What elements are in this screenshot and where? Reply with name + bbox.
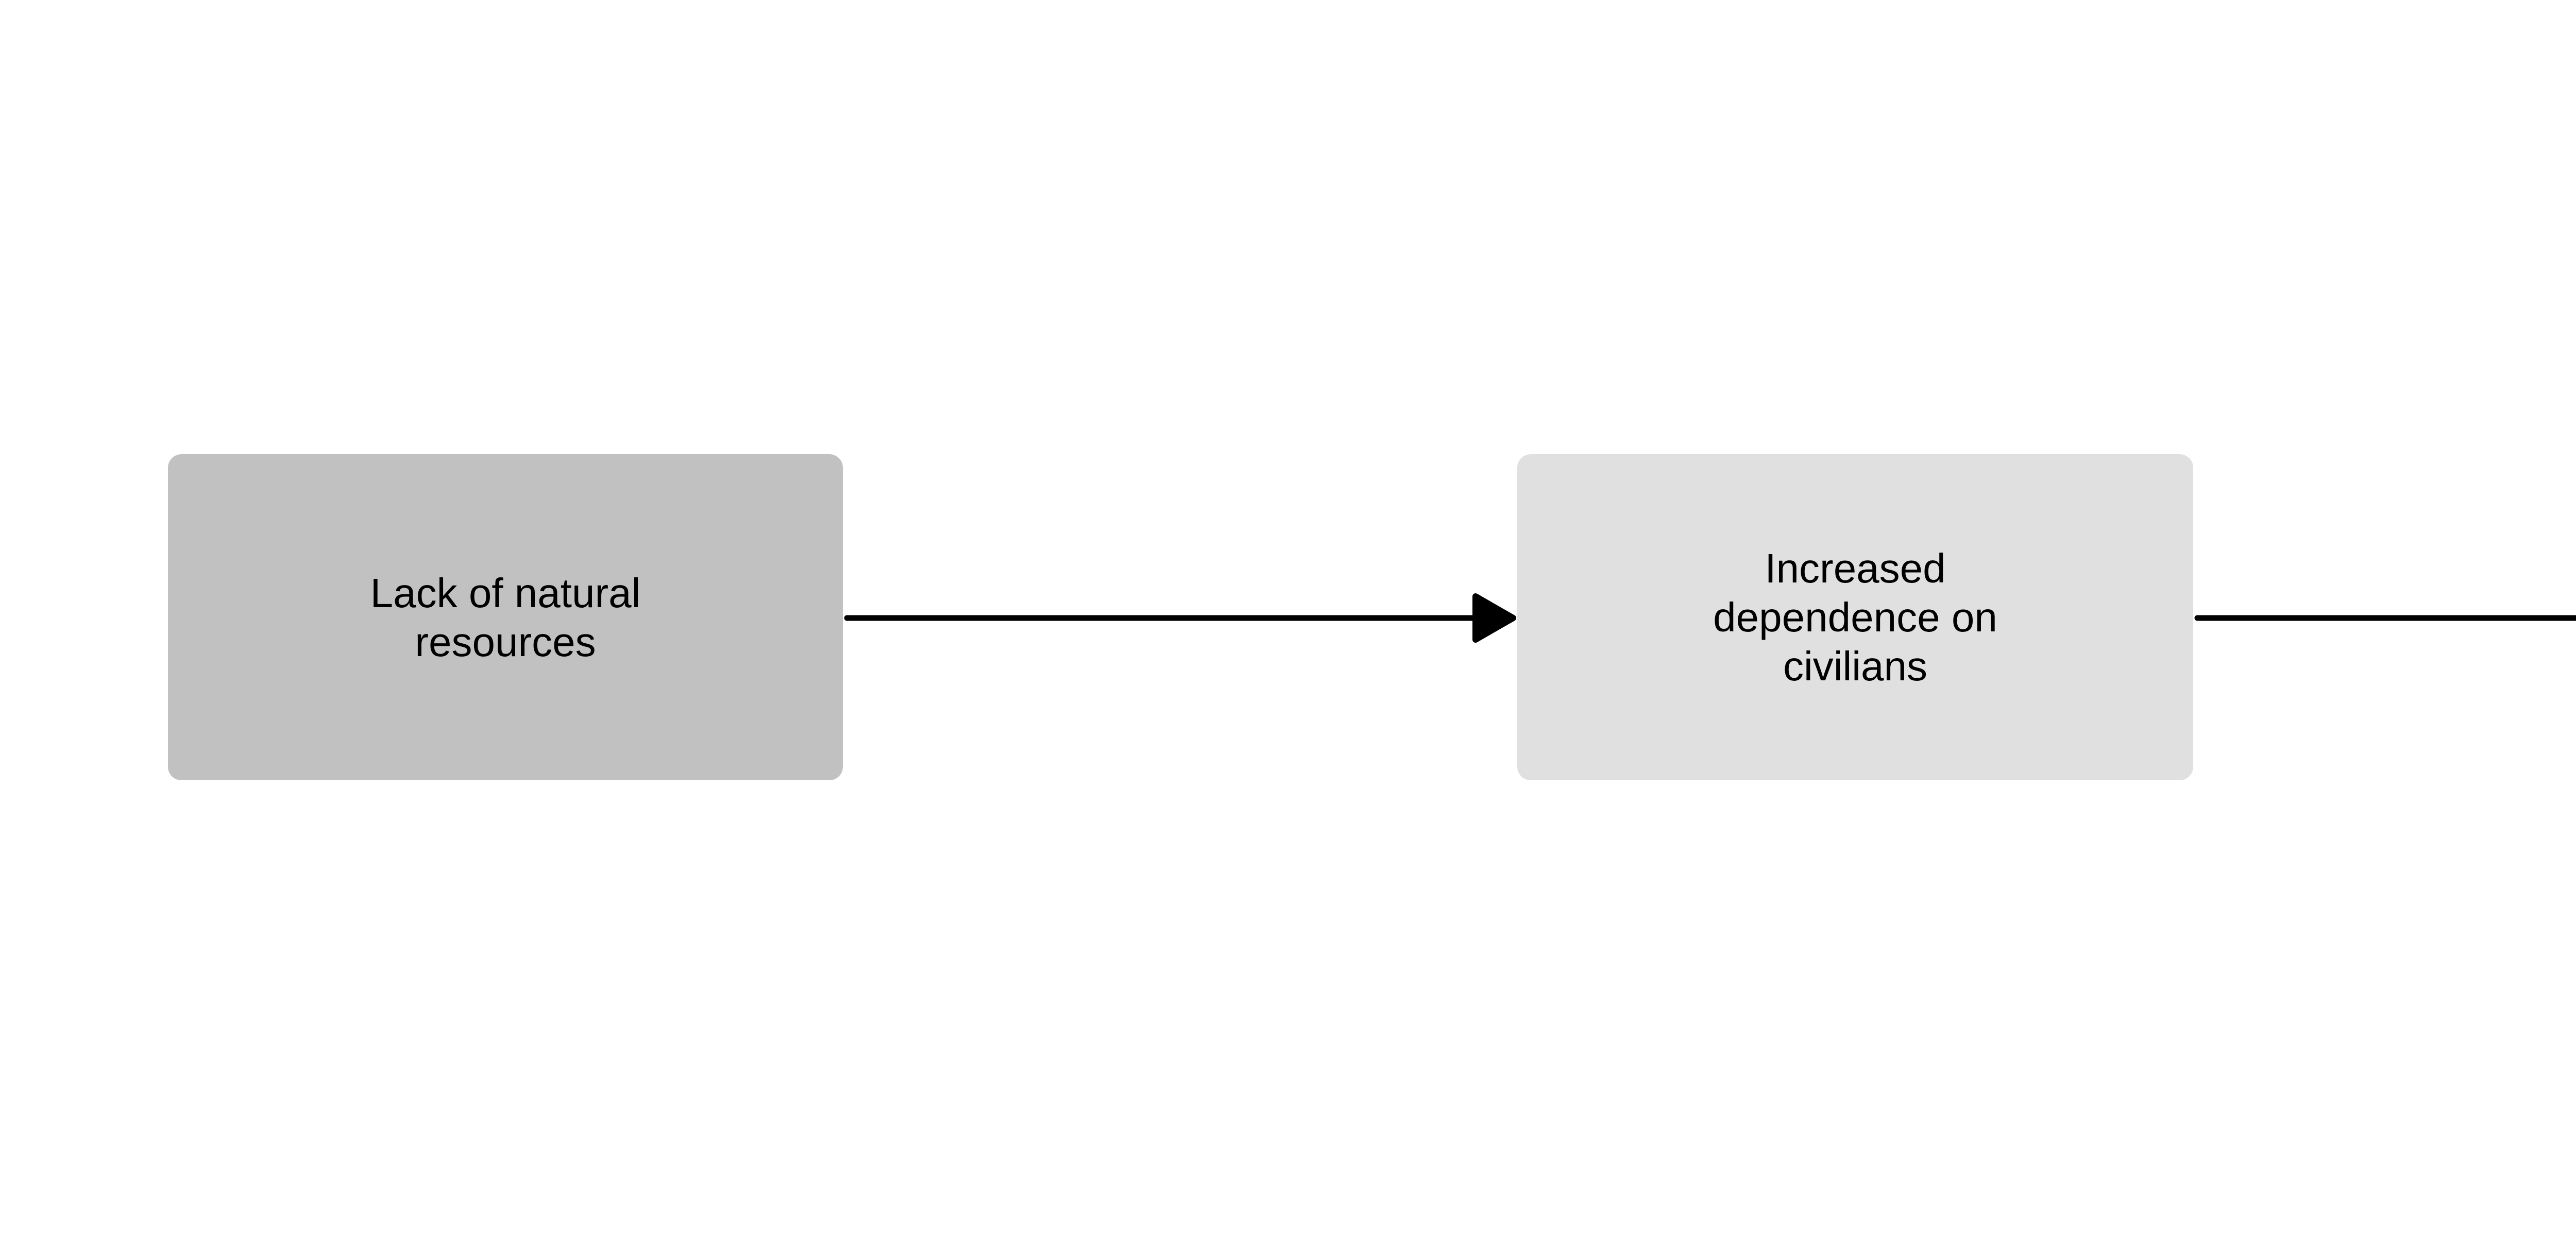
node-label: Increased dependence on civilians [1713,545,1997,689]
node-increased-dependence-on-civilians: Increased dependence on civilians [1517,454,2193,780]
arrow-right-icon [844,593,1516,643]
node-label: Lack of natural resources [370,570,641,665]
arrow-right-icon [2194,615,2576,621]
node-lack-of-natural-resources: Lack of natural resources [168,454,843,780]
